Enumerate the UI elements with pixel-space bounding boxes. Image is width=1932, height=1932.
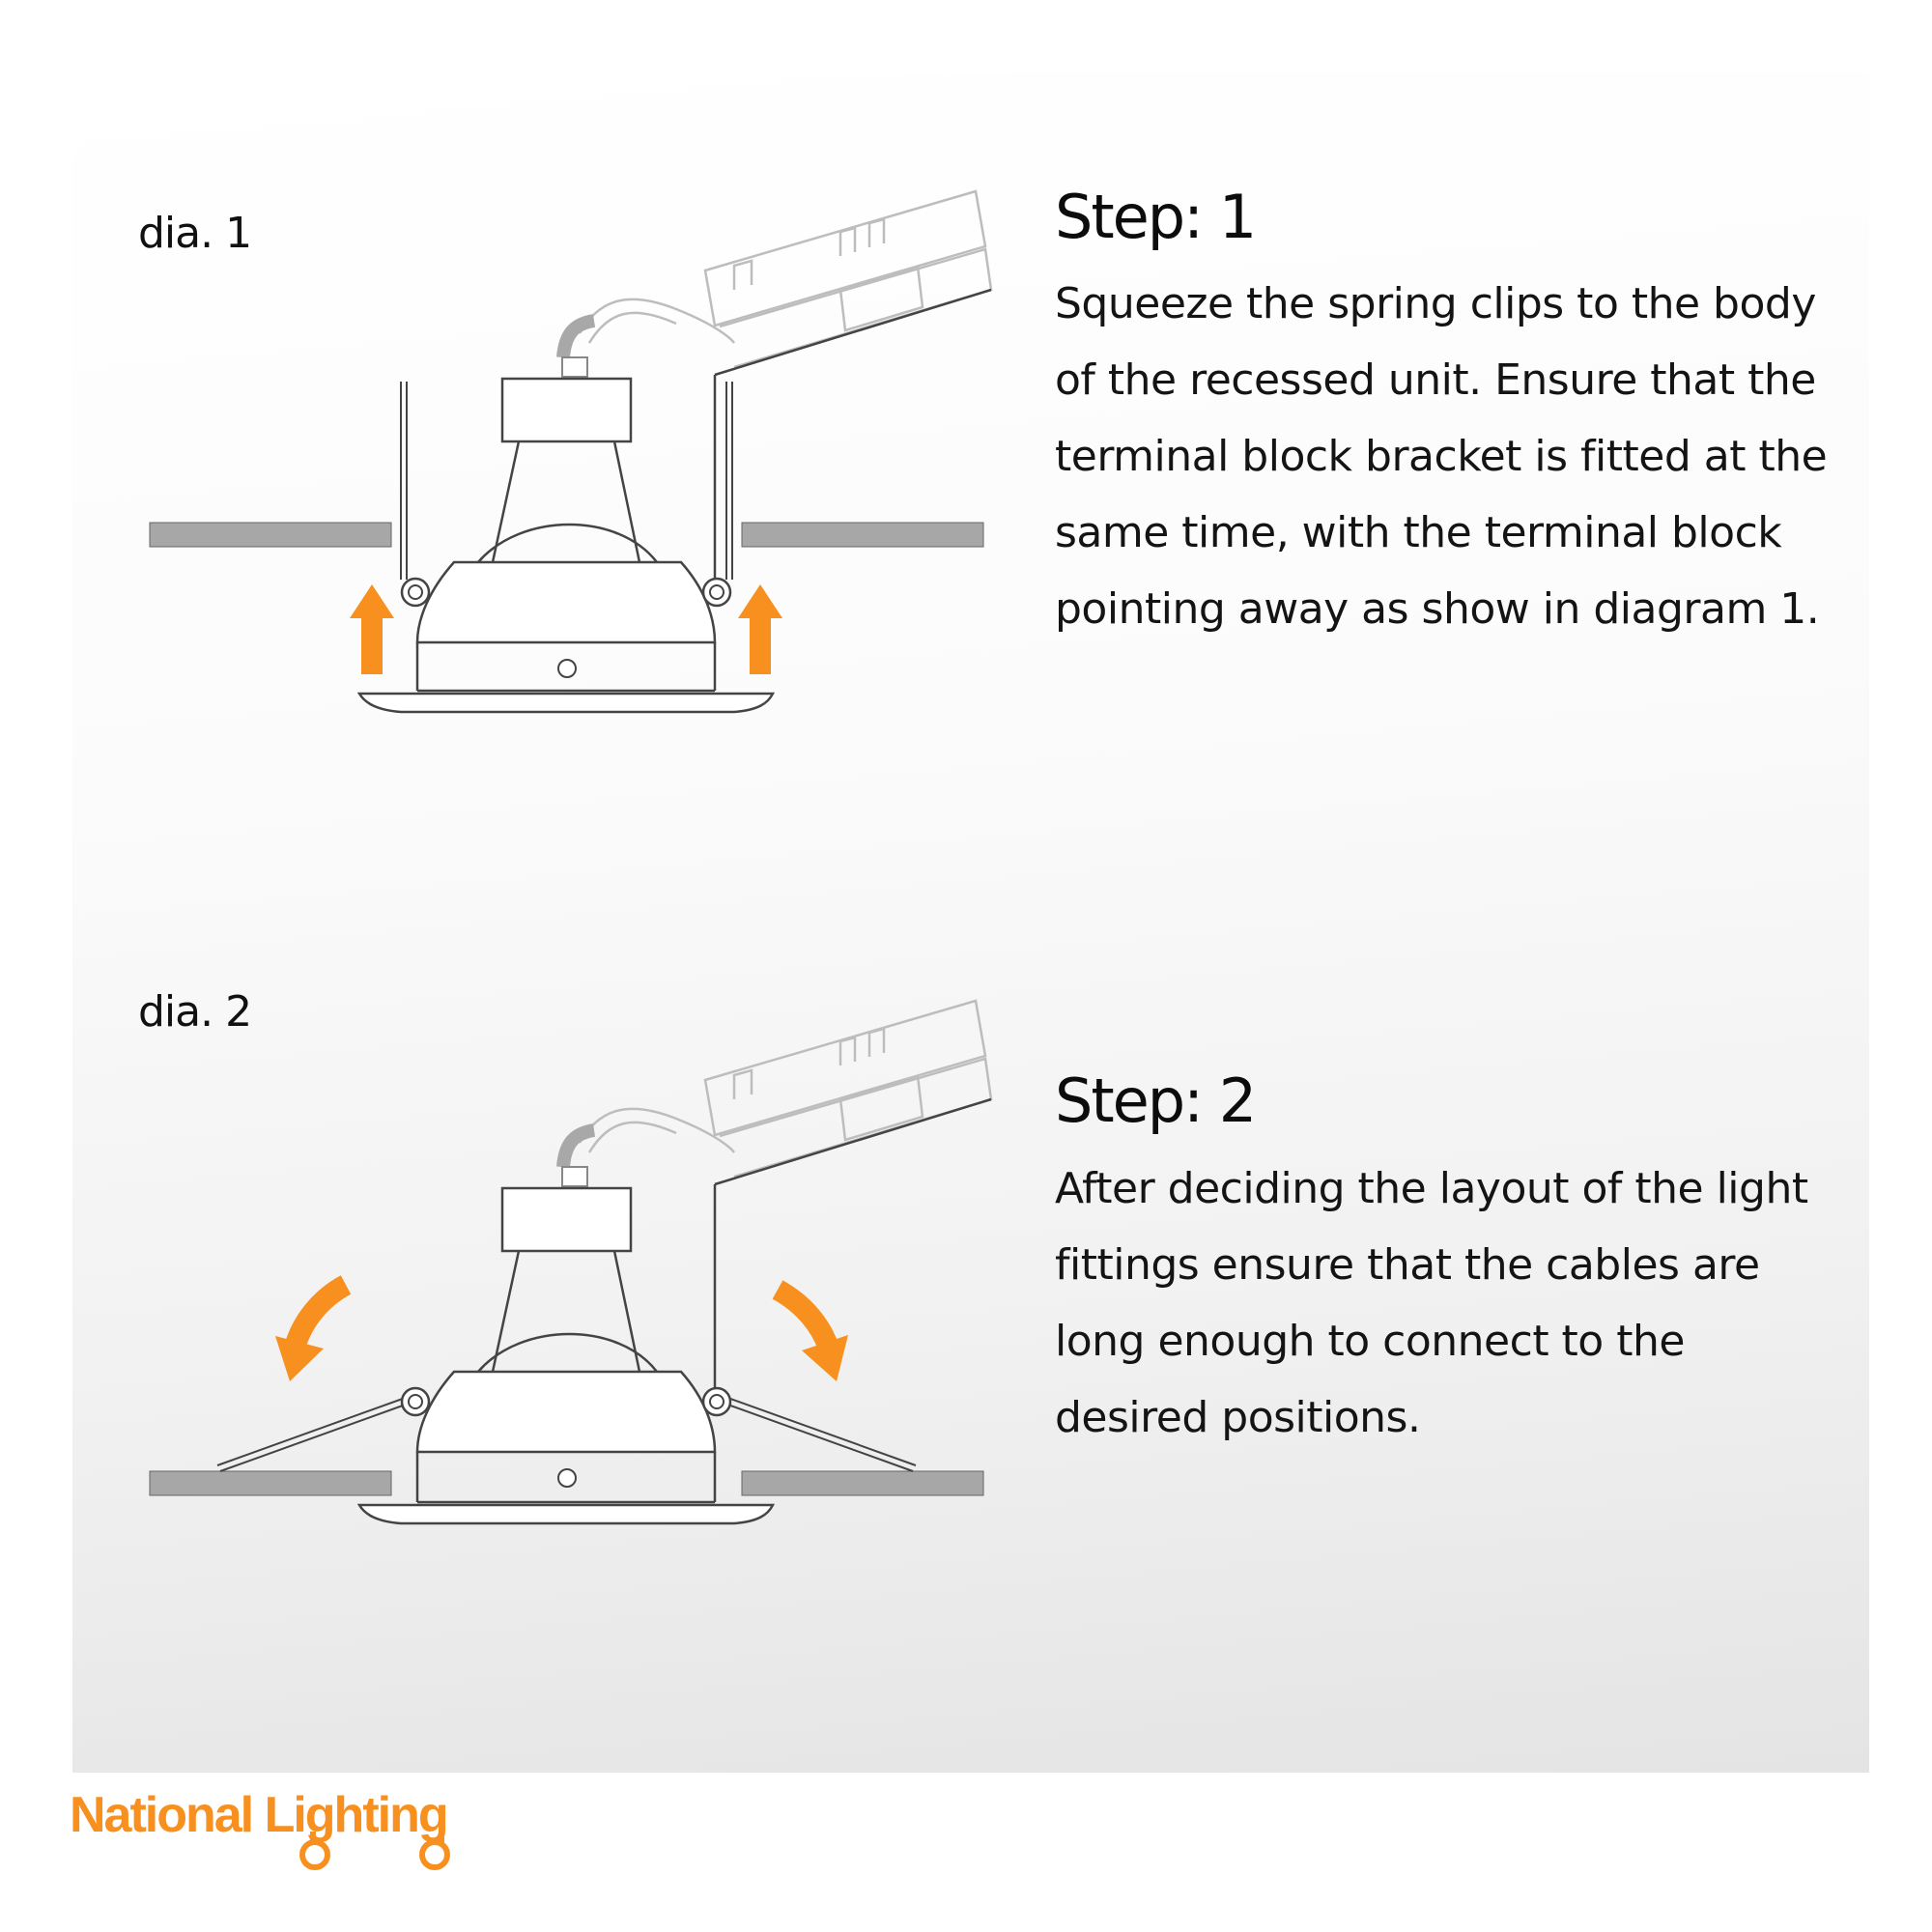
- brand-logo: National Lighting: [70, 1787, 450, 1870]
- ceiling-board-right: [741, 522, 984, 548]
- fitting-cap: [500, 1186, 633, 1253]
- step-2-text: After deciding the layout of the light f…: [1055, 1164, 1808, 1442]
- brand-name: National Lighting: [70, 1787, 447, 1843]
- diagram-1-label: dia. 1: [138, 209, 252, 258]
- ceiling-board-left: [149, 1470, 392, 1496]
- arrow-up-icon: [738, 584, 782, 674]
- diagram-2-illustration: [149, 999, 993, 1525]
- diagram-2-label: dia. 2: [138, 987, 252, 1037]
- spring-clip-left: [216, 1395, 414, 1472]
- curved-arrow-icon: [772, 1280, 848, 1381]
- curved-arrow-icon: [275, 1275, 352, 1381]
- lightbulb-icon: [299, 1832, 450, 1870]
- step-2-title: Step: 2: [1055, 1065, 1257, 1136]
- arrow-up-icon: [350, 584, 394, 674]
- ceiling-board-left: [149, 522, 392, 548]
- spring-clip-left: [400, 382, 408, 580]
- step-1-title: Step: 1: [1055, 182, 1257, 252]
- step-1-text: Squeeze the spring clips to the body of …: [1055, 279, 1828, 634]
- spring-clip-right: [725, 382, 733, 580]
- spring-clip-right: [719, 1395, 917, 1472]
- diagram-1-illustration: [149, 189, 993, 714]
- ceiling-board-right: [741, 1470, 984, 1496]
- fitting-cap: [500, 377, 633, 443]
